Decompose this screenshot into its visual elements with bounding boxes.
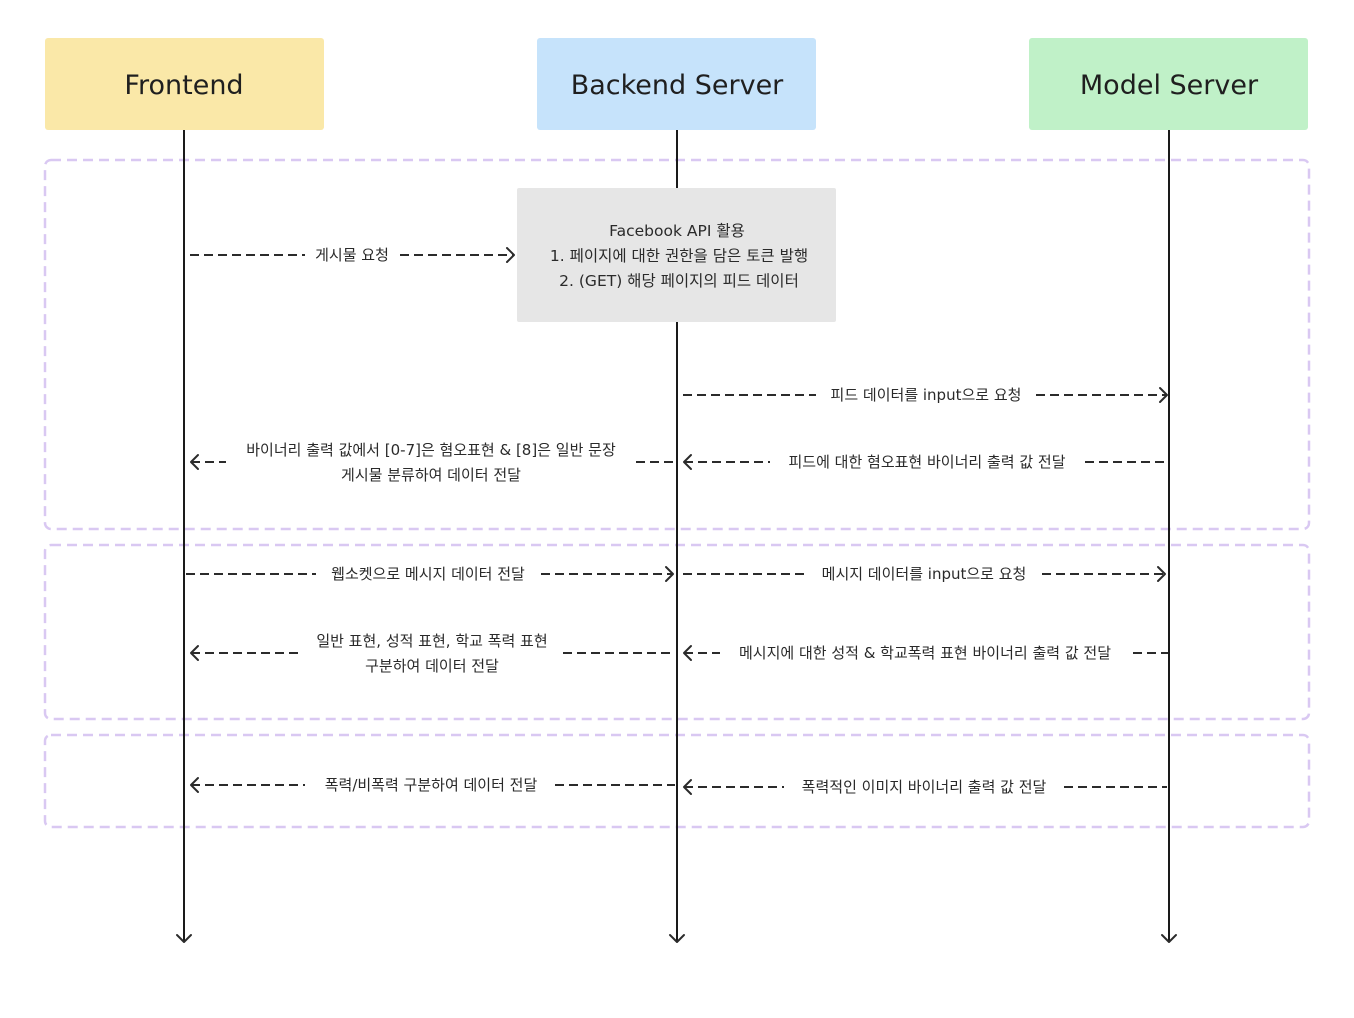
actor-box-frontend: [45, 38, 324, 130]
message-classified-post-data: 바이너리 출력 값에서 [0-7]은 혐오표현 & [8]은 일반 문장 게시물…: [190, 441, 675, 484]
lifeline-model: [1161, 130, 1177, 943]
message-label: 피드 데이터를 input으로 요청: [831, 386, 1022, 404]
actor-box-model: [1029, 38, 1308, 130]
message-image-binary-output: 폭력적인 이미지 바이너리 출력 값 전달: [683, 778, 1167, 796]
actor-label-frontend: Frontend: [124, 70, 243, 101]
message-feed-input-request: 피드 데이터를 input으로 요청: [683, 386, 1168, 404]
message-violence-classified-data: 폭력/비폭력 구분하여 데이터 전달: [190, 776, 675, 794]
actor-model: Model Server: [1029, 38, 1308, 130]
message-label: 피드에 대한 혐오표현 바이너리 출력 값 전달: [788, 453, 1065, 471]
actor-label-backend: Backend Server: [571, 70, 784, 101]
message-label: 게시물 요청: [315, 246, 389, 264]
message-message-input-request: 메시지 데이터를 input으로 요청: [683, 565, 1166, 583]
note-line-2: 1. 페이지에 대한 권한을 담은 토큰 발행: [550, 247, 808, 265]
message-message-binary-output: 메시지에 대한 성적 & 학교폭력 표현 바이너리 출력 값 전달: [683, 644, 1168, 662]
lifeline-frontend: [176, 130, 192, 943]
message-label: 폭력적인 이미지 바이너리 출력 값 전달: [802, 778, 1047, 796]
message-label-line-2: 구분하여 데이터 전달: [365, 657, 499, 675]
actor-label-model: Model Server: [1080, 70, 1259, 101]
message-label-line-1: 일반 표현, 성적 표현, 학교 폭력 표현: [316, 632, 547, 650]
message-label: 메시지에 대한 성적 & 학교폭력 표현 바이너리 출력 값 전달: [739, 644, 1111, 662]
message-classified-message-data: 일반 표현, 성적 표현, 학교 폭력 표현 구분하여 데이터 전달: [190, 632, 675, 675]
note-line-3: 2. (GET) 해당 페이지의 피드 데이터: [559, 272, 799, 290]
actor-box-backend: [537, 38, 816, 130]
message-label: 웹소켓으로 메시지 데이터 전달: [331, 565, 525, 583]
note-facebook-api: Facebook API 활용 1. 페이지에 대한 권한을 담은 토큰 발행 …: [517, 188, 836, 322]
actor-frontend: Frontend: [45, 38, 324, 130]
message-label: 메시지 데이터를 input으로 요청: [822, 565, 1027, 583]
actor-backend: Backend Server: [537, 38, 816, 130]
message-websocket-data: 웹소켓으로 메시지 데이터 전달: [186, 565, 674, 583]
message-feed-binary-output: 피드에 대한 혐오표현 바이너리 출력 값 전달: [683, 453, 1168, 471]
message-post-request: 게시물 요청: [190, 246, 515, 264]
message-label-line-1: 바이너리 출력 값에서 [0-7]은 혐오표현 & [8]은 일반 문장: [246, 441, 616, 459]
message-label: 폭력/비폭력 구분하여 데이터 전달: [325, 776, 538, 794]
note-box: [517, 188, 836, 322]
note-line-1: Facebook API 활용: [609, 222, 745, 240]
message-label-line-2: 게시물 분류하여 데이터 전달: [341, 466, 521, 484]
